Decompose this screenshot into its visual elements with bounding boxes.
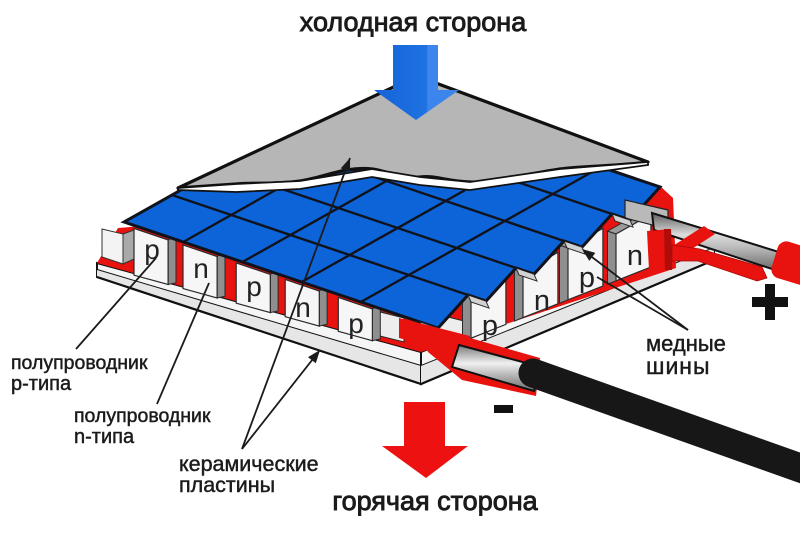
svg-text:n: n <box>193 253 209 284</box>
svg-text:шины: шины <box>646 353 711 379</box>
svg-text:n: n <box>627 240 643 272</box>
svg-text:p: p <box>482 310 498 342</box>
svg-text:n-типа: n-типа <box>74 426 135 448</box>
svg-text:горячая сторона: горячая сторона <box>332 486 538 516</box>
svg-text:n: n <box>534 285 550 317</box>
svg-text:р-типа: р-типа <box>11 373 72 395</box>
svg-text:n: n <box>295 292 311 323</box>
svg-text:p: p <box>579 262 595 294</box>
svg-text:холодная сторона: холодная сторона <box>300 7 527 37</box>
svg-text:p: p <box>246 271 262 302</box>
svg-text:p: p <box>348 308 364 339</box>
svg-text:полупроводник: полупроводник <box>11 352 148 374</box>
svg-text:p: p <box>144 234 160 265</box>
svg-text:пластины: пластины <box>179 473 275 497</box>
svg-text:медные: медные <box>646 331 726 356</box>
svg-text:полупроводник: полупроводник <box>74 405 211 427</box>
svg-text:керамические: керамические <box>179 452 319 476</box>
